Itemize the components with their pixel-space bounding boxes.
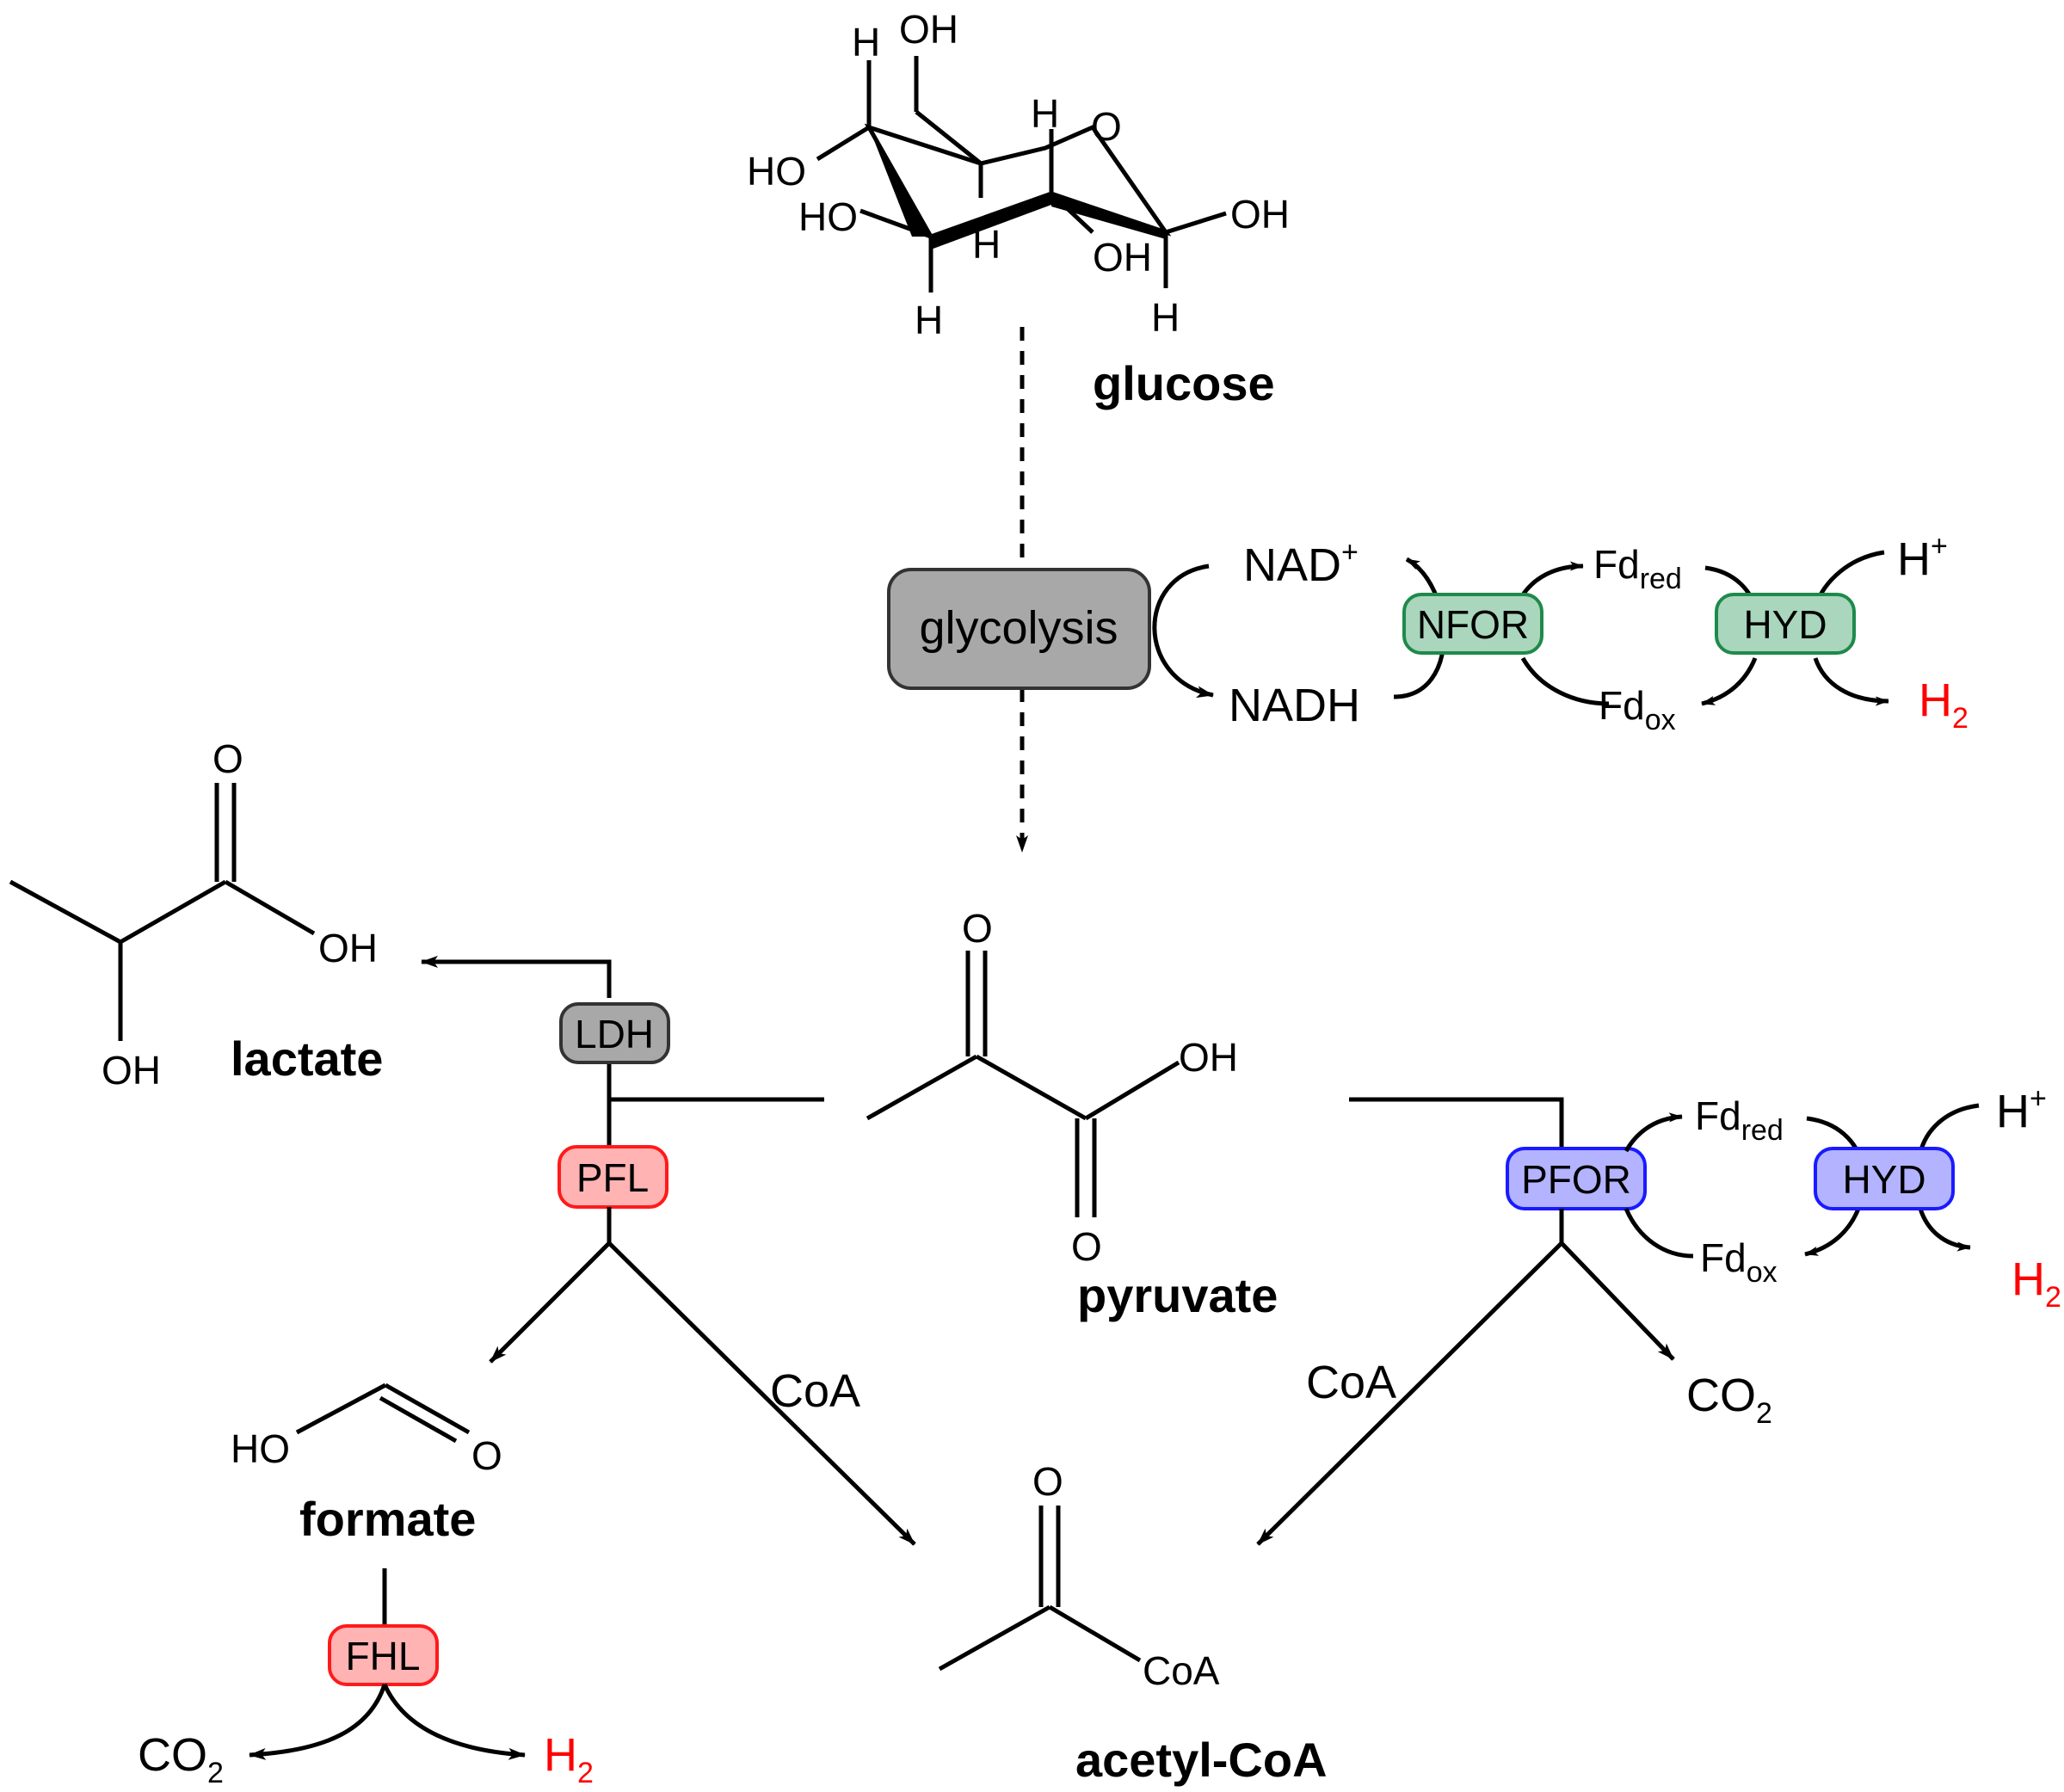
atom-h: H bbox=[1151, 295, 1180, 340]
lactate-label: lactate bbox=[231, 1031, 383, 1086]
hyd-top-fdox-arrow bbox=[1701, 657, 1758, 706]
pfl-box bbox=[558, 1145, 668, 1209]
h2-label: H2 bbox=[1919, 674, 1969, 735]
formate-structure: HO O bbox=[231, 1382, 502, 1478]
nfor-enzyme[interactable]: NFOR bbox=[1402, 593, 1543, 655]
fd-ox-label: Fdox bbox=[1700, 1235, 1778, 1289]
atom-oh: OH bbox=[1230, 192, 1290, 237]
hyd-box bbox=[1715, 593, 1856, 655]
atom-h: H bbox=[1031, 91, 1059, 136]
wedge-bond bbox=[869, 127, 931, 237]
pfl-label: PFL bbox=[576, 1155, 649, 1200]
h-plus-label: H+ bbox=[1996, 1082, 2047, 1137]
atom-oh: OH bbox=[102, 1048, 161, 1093]
nfor-label: NFOR bbox=[1417, 602, 1529, 647]
glucose-label: glucose bbox=[1093, 356, 1275, 410]
atom-ho: HO bbox=[798, 194, 858, 239]
lactate-structure: O OH OH bbox=[9, 736, 378, 1093]
h-plus-label: H+ bbox=[1897, 530, 1948, 585]
atom-o: O bbox=[1032, 1459, 1063, 1504]
atom-ho: HO bbox=[747, 149, 806, 194]
pfor-coa-label: CoA bbox=[1306, 1357, 1396, 1408]
ldh-enzyme[interactable]: LDH bbox=[559, 1002, 670, 1064]
fhl-label: FHL bbox=[346, 1634, 421, 1678]
atom-h: H bbox=[915, 298, 943, 342]
atom-h: H bbox=[852, 20, 880, 65]
pyruvate-structure: O OH O bbox=[866, 906, 1238, 1269]
hyd-enzyme-bottom[interactable]: HYD bbox=[1814, 1147, 1955, 1210]
fd-red-label: Fdred bbox=[1593, 542, 1682, 595]
atom-oh: OH bbox=[1093, 235, 1152, 280]
atom-o: O bbox=[962, 906, 993, 951]
acetyl-coa-structure: O CoA bbox=[938, 1459, 1220, 1693]
pfl-coa-label: CoA bbox=[770, 1365, 860, 1417]
glycolysis-box-shape bbox=[887, 568, 1151, 690]
atom-o: O bbox=[213, 736, 243, 781]
bold-bond bbox=[931, 194, 1051, 249]
glucose-structure: H OH HO HO H O H OH OH H H bbox=[747, 7, 1290, 342]
atom-ho: HO bbox=[231, 1426, 290, 1471]
nad-reduction-arrow bbox=[1152, 563, 1214, 699]
pfor-box bbox=[1506, 1147, 1647, 1210]
nad-label: NAD+ bbox=[1243, 536, 1359, 591]
pfor-co2-label: CO2 bbox=[1686, 1370, 1772, 1430]
pfor-fdox-line bbox=[1623, 1208, 1694, 1259]
hyd-top-h2-arrow bbox=[1813, 657, 1889, 706]
fhl-h2-label: H2 bbox=[544, 1729, 594, 1789]
acetyl-coa-label: acetyl-CoA bbox=[1075, 1733, 1328, 1787]
h2-label: H2 bbox=[2012, 1253, 2061, 1314]
ldh-box bbox=[559, 1002, 670, 1064]
atom-o: O bbox=[1091, 104, 1122, 149]
pfor-enzyme[interactable]: PFOR bbox=[1506, 1147, 1647, 1210]
hyd-bottom-h-line bbox=[1918, 1103, 1980, 1154]
atom-o: O bbox=[1071, 1224, 1102, 1269]
wedge-bond-2 bbox=[1051, 194, 1166, 239]
hyd-label: HYD bbox=[1842, 1157, 1925, 1202]
nfor-box bbox=[1402, 593, 1543, 655]
formate-label: formate bbox=[299, 1492, 476, 1546]
fhl-co2-label: CO2 bbox=[138, 1729, 224, 1789]
pfor-label: PFOR bbox=[1521, 1157, 1631, 1202]
hyd-enzyme-top[interactable]: HYD bbox=[1715, 593, 1856, 655]
atom-oh: OH bbox=[899, 7, 958, 52]
pfor-fdred-arrow bbox=[1623, 1112, 1683, 1153]
fhl-h2-arrow bbox=[382, 1683, 526, 1760]
pfor-acetylcoa-arrow bbox=[1256, 1241, 1563, 1546]
hyd-box bbox=[1814, 1147, 1955, 1210]
hyd-label: HYD bbox=[1743, 602, 1827, 647]
atom-o: O bbox=[471, 1433, 502, 1478]
glycolysis-box[interactable]: glycolysis bbox=[887, 568, 1151, 690]
fd-ox-label: Fdox bbox=[1599, 683, 1676, 736]
nfor-fdox-line bbox=[1520, 656, 1610, 706]
nadh-label: NADH bbox=[1229, 680, 1360, 731]
atom-oh: OH bbox=[318, 926, 378, 970]
atom-coa: CoA bbox=[1143, 1648, 1220, 1693]
fd-red-label: Fdred bbox=[1695, 1093, 1784, 1147]
pyruvate-label: pyruvate bbox=[1077, 1268, 1278, 1322]
ldh-label: LDH bbox=[575, 1012, 654, 1056]
atom-h: H bbox=[972, 222, 1001, 267]
pfl-acetylcoa-arrow bbox=[607, 1241, 916, 1546]
fhl-co2-arrow bbox=[249, 1684, 387, 1760]
pfl-formate-arrow bbox=[489, 1241, 611, 1364]
atom-oh: OH bbox=[1179, 1035, 1238, 1080]
pfor-co2-arrow bbox=[1560, 1241, 1675, 1361]
pfl-enzyme[interactable]: PFL bbox=[558, 1145, 668, 1209]
hyd-bottom-h2-arrow bbox=[1918, 1208, 1971, 1252]
hyd-bottom-fdox-arrow bbox=[1804, 1208, 1861, 1257]
ldh-to-lactate-arrow bbox=[421, 956, 612, 998]
glycolysis-label: glycolysis bbox=[919, 602, 1118, 654]
fhl-enzyme[interactable]: FHL bbox=[328, 1624, 439, 1686]
pyruvate-right-branch bbox=[1349, 1097, 1564, 1148]
